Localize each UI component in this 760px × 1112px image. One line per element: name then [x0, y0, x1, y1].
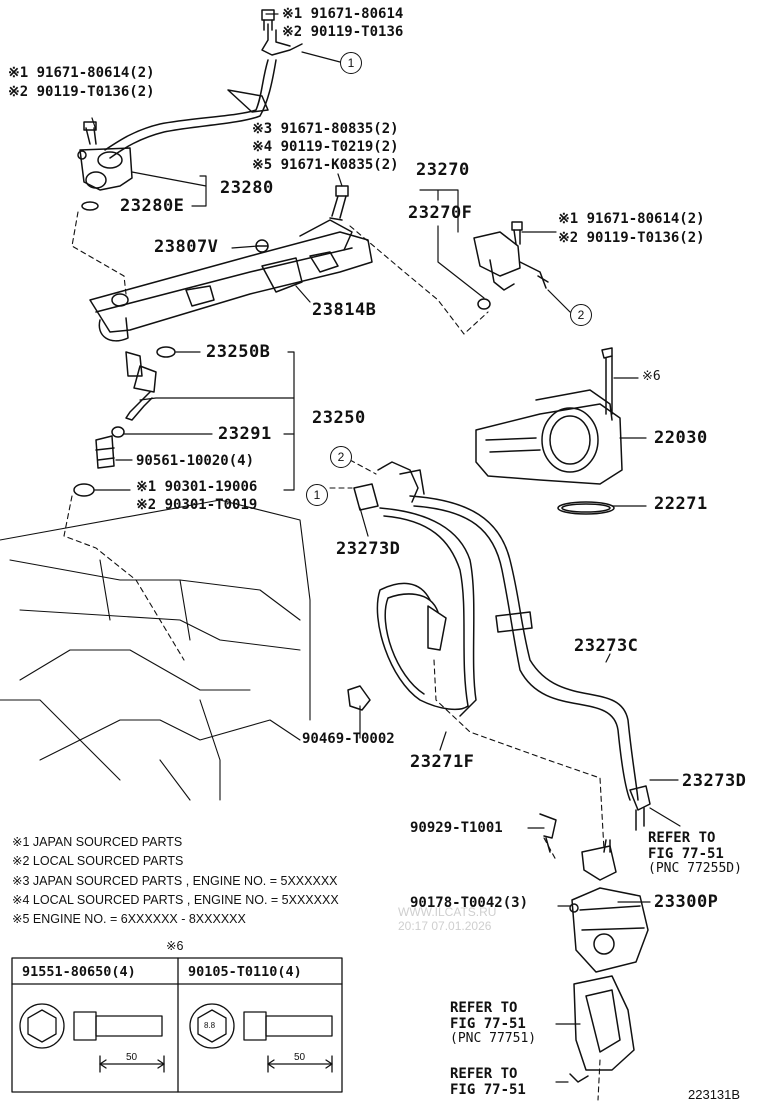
hose-clamps [347, 685, 557, 853]
refer-line-1: REFER TO [450, 1000, 518, 1016]
bolt-table [11, 957, 343, 1093]
label-part-90119-t0219: ※4 90119-T0219(2) [252, 139, 399, 155]
footnote-5: ※5 ENGINE NO. = 6XXXXXX - 8XXXXXX [12, 912, 246, 926]
figure-id: 223131B [688, 1087, 741, 1102]
refer-line-2: FIG 77-51 [450, 1082, 526, 1099]
label-part-23250: 23250 [312, 408, 366, 428]
bolt-head-grade-mark: 8.8 [204, 1021, 216, 1030]
label-part-23270f: 23270F [408, 203, 473, 223]
engine-block [0, 499, 311, 801]
refer-line-3: (PNC 77751) [450, 1031, 537, 1047]
pulsation-damper [473, 221, 549, 310]
watermark-line-1: WWW.ILCATS.RU [398, 905, 497, 919]
refer-to-bottom: REFER TO FIG 77-51 [450, 1066, 526, 1098]
circle-ref-1-mid: 1 [306, 484, 328, 506]
watermark: WWW.ILCATS.RU 20:17 07.01.2026 [398, 905, 497, 934]
label-part-22030: 22030 [654, 428, 708, 448]
footnote-1: ※1 JAPAN SOURCED PARTS [12, 835, 183, 849]
footnote-3: ※3 JAPAN SOURCED PARTS , ENGINE NO. = 5X… [12, 874, 338, 888]
label-part-91671-80614-left: ※1 91671-80614(2) [8, 65, 155, 81]
label-part-91671-80835: ※3 91671-80835(2) [252, 121, 399, 137]
label-part-90469-t0002: 90469-T0002 [302, 731, 395, 747]
injector [73, 346, 176, 497]
bolt-upper-mid [329, 185, 349, 221]
label-part-23814b: 23814B [312, 300, 377, 320]
label-part-90929-t1001: 90929-T1001 [410, 820, 503, 836]
dashed-guides [63, 211, 605, 1101]
label-part-23270: 23270 [416, 160, 470, 180]
circle-ref-2-right: 2 [570, 304, 592, 326]
label-part-23273d-upper: 23273D [336, 539, 401, 559]
fuel-pipe-upper [104, 9, 303, 159]
refer-line-1: REFER TO [450, 1066, 518, 1082]
label-part-23807v: 23807V [154, 237, 219, 257]
label-part-90178-t0042: 90178-T0042(3) [410, 895, 529, 911]
label-part-23300p: 23300P [654, 892, 719, 912]
refer-to-77751: REFER TO FIG 77-51 (PNC 77751) [450, 1000, 536, 1047]
fuel-pump-module [569, 839, 649, 1083]
label-part-90119-t0136-left: ※2 90119-T0136(2) [8, 84, 155, 100]
refer-line-2: FIG 77-51 [648, 846, 724, 863]
table-title: ※6 [166, 939, 184, 953]
table-col-1-header: 91551-80650(4) [22, 964, 136, 980]
label-part-90119-t0136-top: ※2 90119-T0136 [282, 24, 404, 40]
circle-ref-1-top: 1 [340, 52, 362, 74]
label-part-90561-10020: 90561-10020(4) [136, 453, 255, 469]
label-part-91671-80614-right: ※1 91671-80614(2) [558, 211, 705, 227]
label-note-6: ※6 [642, 369, 661, 384]
label-part-91671-k0835: ※5 91671-K0835(2) [252, 157, 399, 173]
table-dim-2: 50 [294, 1052, 306, 1063]
table-col-2-header: 90105-T0110(4) [188, 964, 302, 980]
leader-lines [91, 13, 681, 1083]
refer-to-77255d: REFER TO FIG 77-51 (PNC 77255D) [648, 830, 742, 877]
fuel-rail [89, 219, 373, 342]
refer-line-1: REFER TO [648, 830, 716, 846]
label-part-91671-80614-top: ※1 91671-80614 [282, 6, 404, 22]
circle-ref-2-mid: 2 [330, 446, 352, 468]
refer-line-3: (PNC 77255D) [648, 861, 742, 877]
label-part-23291: 23291 [218, 424, 272, 444]
label-part-90119-t0136-right: ※2 90119-T0136(2) [558, 230, 705, 246]
label-part-23273d-lower: 23273D [682, 771, 747, 791]
label-part-90301-19006: ※1 90301-19006 [136, 479, 258, 495]
refer-line-2: FIG 77-51 [450, 1016, 526, 1033]
label-part-23250b: 23250B [206, 342, 271, 362]
label-part-90301-t0019: ※2 90301-T0019 [136, 497, 258, 513]
pressure-regulator [77, 121, 133, 211]
footnote-4: ※4 LOCAL SOURCED PARTS , ENGINE NO. = 5X… [12, 893, 339, 907]
label-part-23280e: 23280E [120, 196, 185, 216]
table-dim-1: 50 [126, 1052, 138, 1063]
label-part-23271f: 23271F [410, 752, 475, 772]
watermark-line-2: 20:17 07.01.2026 [398, 918, 492, 933]
throttle-body [475, 347, 623, 515]
label-part-23280: 23280 [220, 178, 274, 198]
footnote-2: ※2 LOCAL SOURCED PARTS [12, 854, 184, 868]
label-part-23273c: 23273C [574, 636, 639, 656]
label-part-22271: 22271 [654, 494, 708, 514]
fuel-hoses [353, 461, 651, 831]
